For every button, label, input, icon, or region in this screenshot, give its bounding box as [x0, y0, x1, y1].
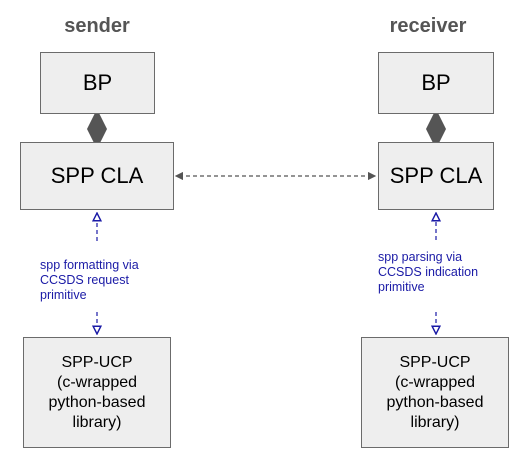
receiver-bp-label: BP [421, 70, 451, 95]
receiver-spp-cla-box: SPP CLA [378, 142, 494, 210]
receiver-spp-cla-label: SPP CLA [389, 163, 483, 188]
receiver-parsing-note: spp parsing via CCSDS indication primiti… [378, 250, 478, 295]
sender-note-line-3: primitive [40, 288, 87, 302]
sender-formatting-note: spp formatting via CCSDS request primiti… [40, 258, 139, 303]
sender-note-line-2: CCSDS request [40, 273, 129, 287]
receiver-note-line-2: CCSDS indication [378, 265, 479, 279]
sender-spp-ucp-box: SPP-UCP (c-wrapped python-based library) [23, 337, 171, 448]
sender-bp-box: BP [40, 52, 155, 114]
sender-ucp-line-3: python-based [48, 393, 146, 411]
sender-title: sender [64, 15, 130, 37]
sender-note-line-1: spp formatting via [40, 258, 139, 272]
receiver-ucp-line-1: SPP-UCP [399, 353, 471, 371]
sender-spp-cla-label: SPP CLA [50, 163, 144, 188]
receiver-ucp-line-3: python-based [386, 393, 484, 411]
receiver-spp-ucp-box: SPP-UCP (c-wrapped python-based library) [361, 337, 509, 448]
receiver-note-line-1: spp parsing via [378, 250, 463, 264]
sender-ucp-line-4: library) [72, 413, 122, 431]
receiver-note-line-3: primitive [378, 280, 425, 294]
sender-spp-cla-box: SPP CLA [20, 142, 174, 210]
receiver-ucp-line-2: (c-wrapped [394, 373, 476, 391]
receiver-title: receiver [389, 15, 467, 37]
receiver-bp-box: BP [378, 52, 494, 114]
sender-ucp-line-1: SPP-UCP [61, 353, 133, 371]
receiver-ucp-line-4: library) [410, 413, 460, 431]
sender-bp-label: BP [82, 70, 113, 95]
sender-ucp-line-2: (c-wrapped [56, 373, 138, 391]
